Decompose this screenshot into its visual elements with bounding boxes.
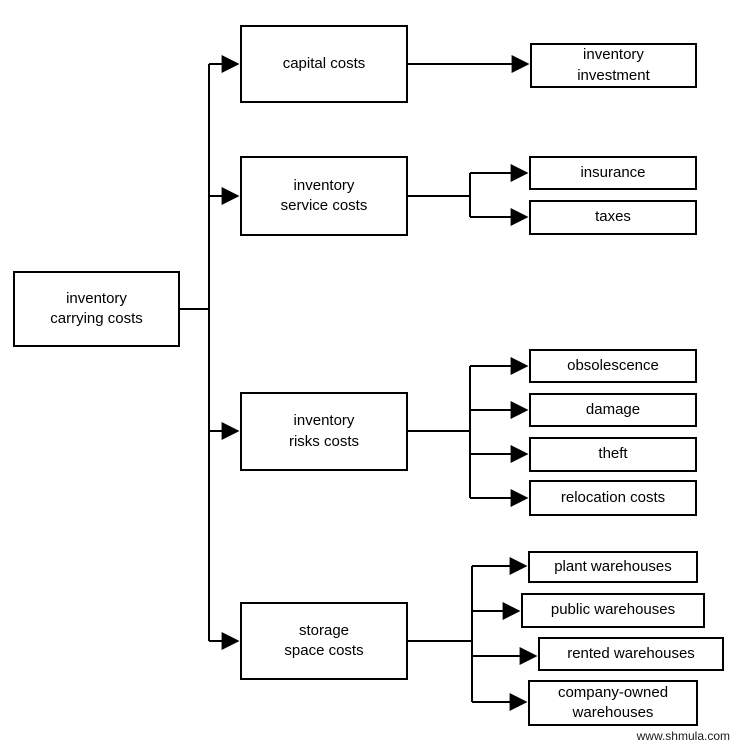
node-plant-warehouses: plant warehouses — [528, 551, 698, 583]
node-company-owned-warehouses: company-owned warehouses — [528, 680, 698, 726]
node-taxes: taxes — [529, 200, 697, 235]
node-inventory-risks-costs: inventory risks costs — [240, 392, 408, 471]
node-capital-costs: capital costs — [240, 25, 408, 103]
node-obsolescence: obsolescence — [529, 349, 697, 383]
node-public-warehouses: public warehouses — [521, 593, 705, 628]
node-inventory-service-costs: inventory service costs — [240, 156, 408, 236]
node-inventory-investment: inventory investment — [530, 43, 697, 88]
watermark-url: www.shmula.com — [636, 729, 730, 743]
node-storage-space-costs: storage space costs — [240, 602, 408, 680]
node-rented-warehouses: rented warehouses — [538, 637, 724, 671]
node-theft: theft — [529, 437, 697, 472]
node-relocation-costs: relocation costs — [529, 480, 697, 516]
node-damage: damage — [529, 393, 697, 427]
node-insurance: insurance — [529, 156, 697, 190]
node-inventory-carrying-costs: inventory carrying costs — [13, 271, 180, 347]
